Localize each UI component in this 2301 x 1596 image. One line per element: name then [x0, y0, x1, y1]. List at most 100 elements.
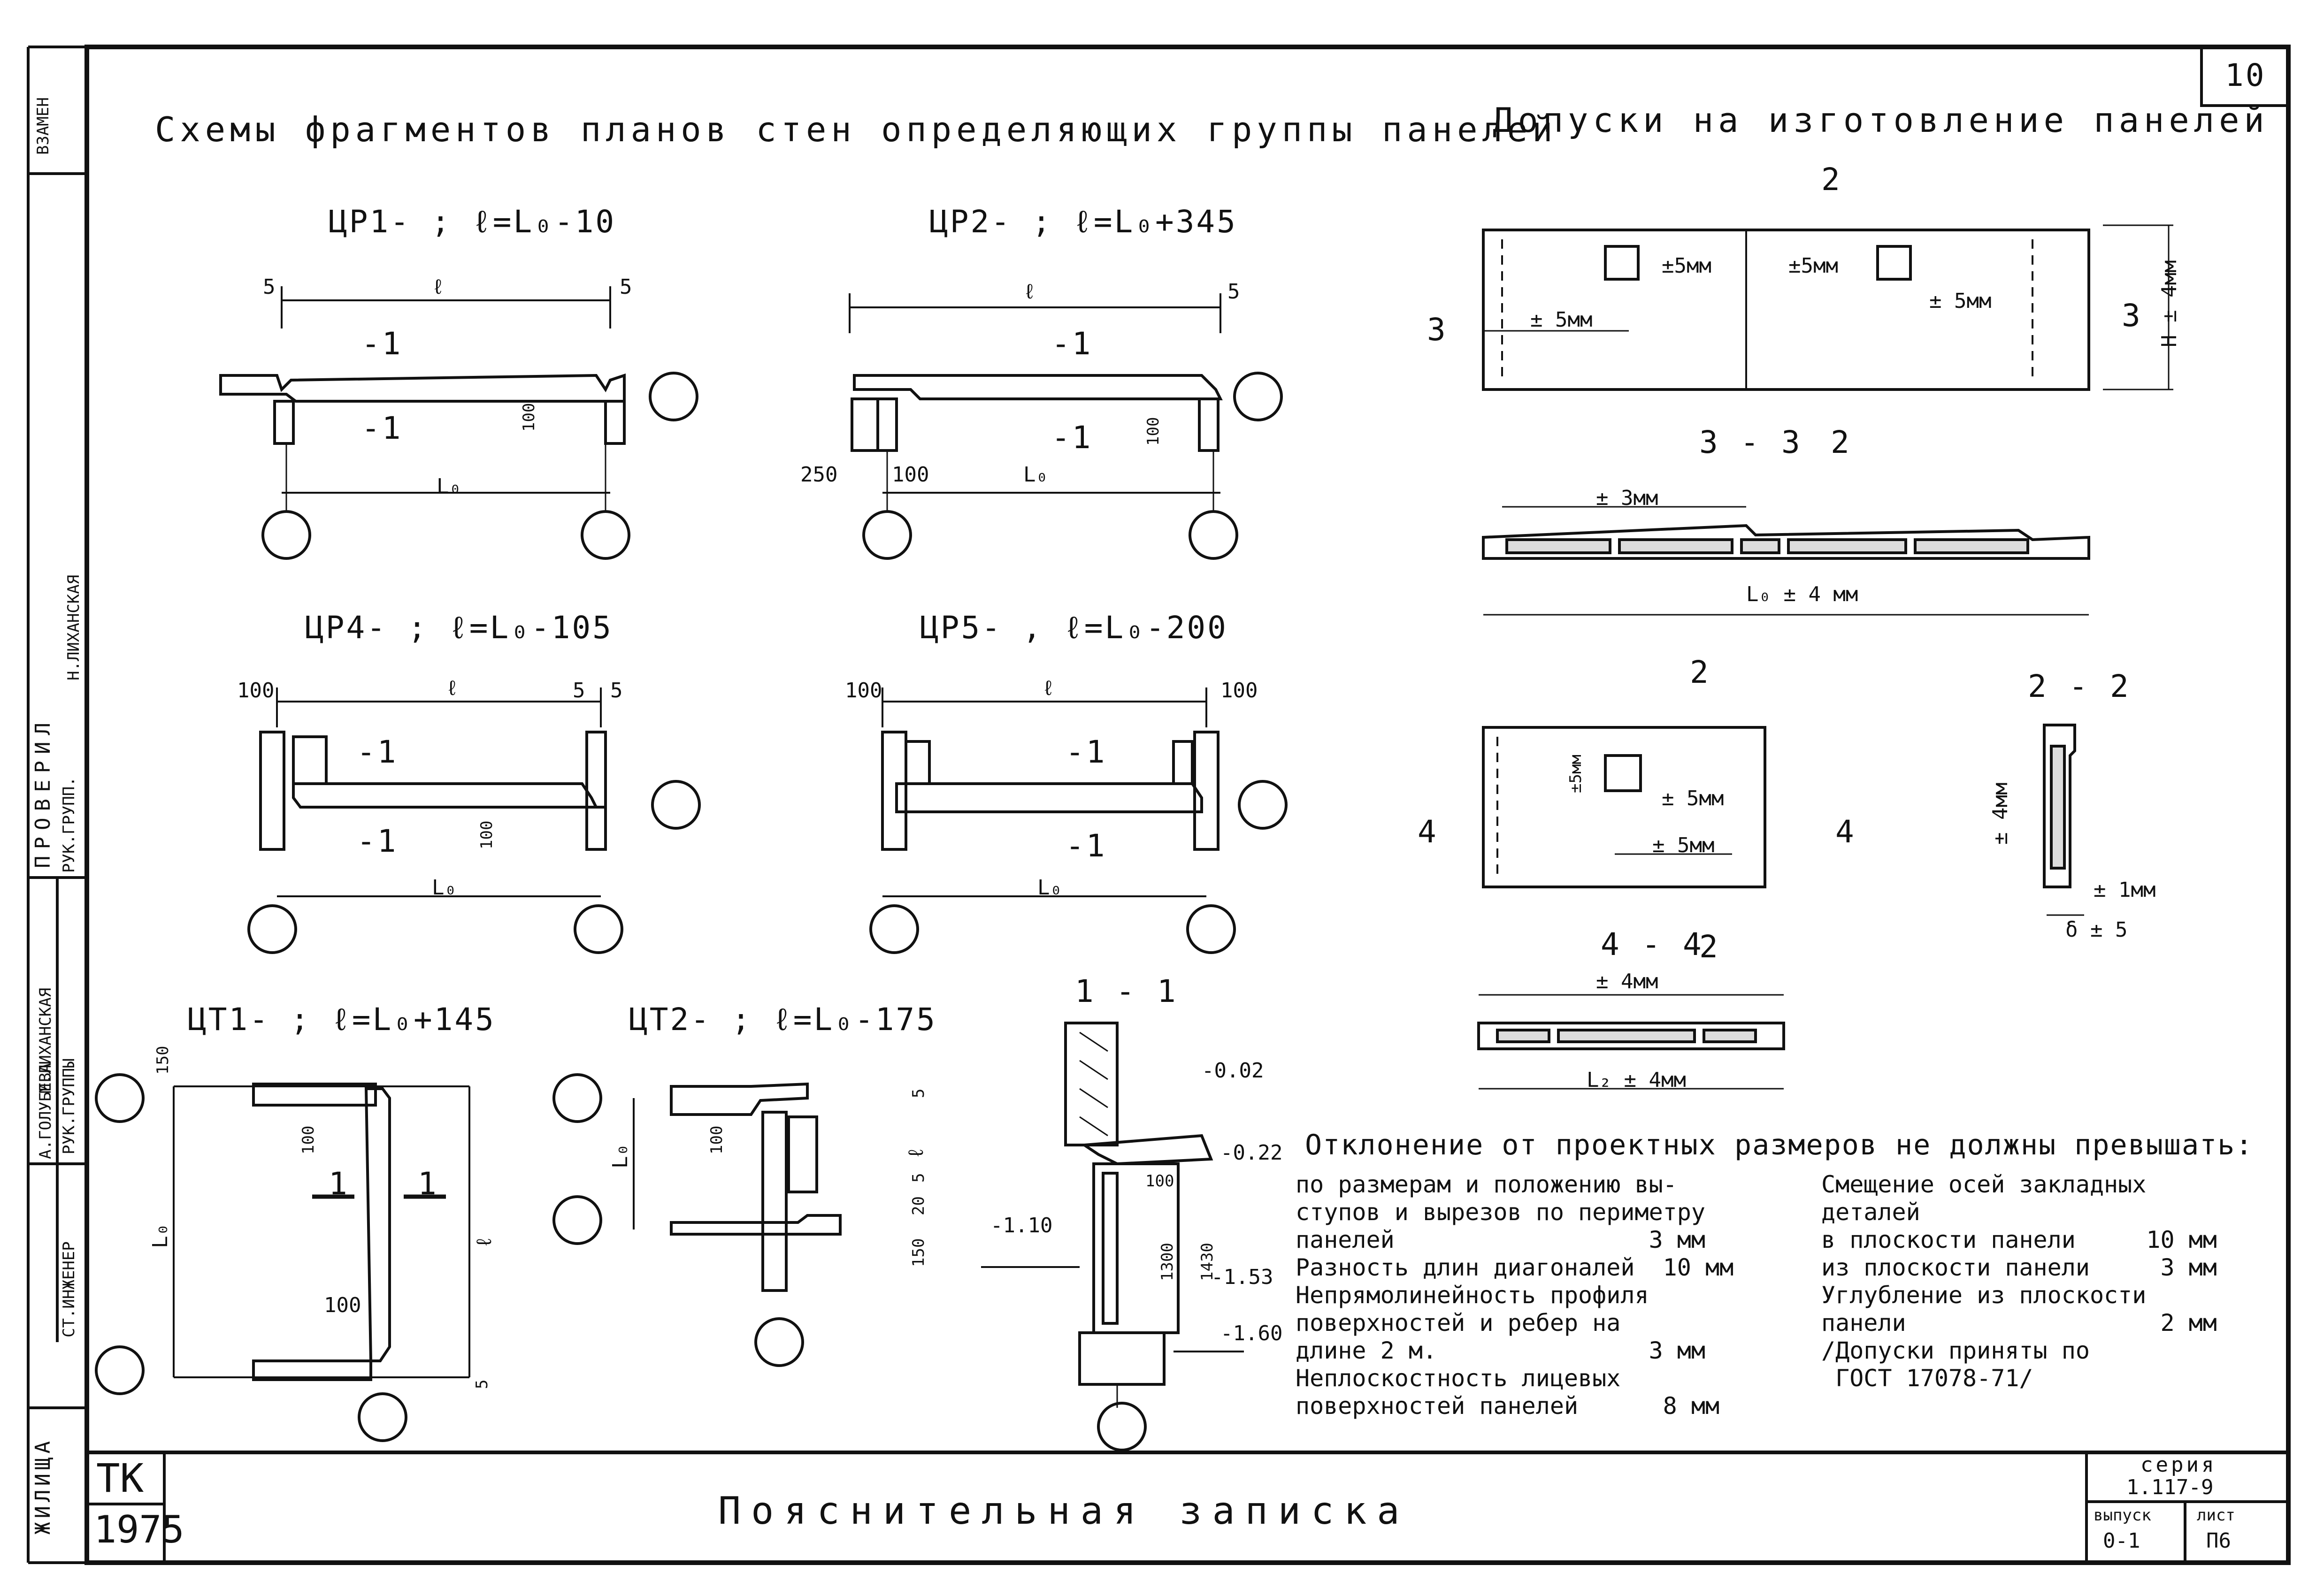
scheme-ct1-title: ЦТ1- ; ℓ=L₀+145: [188, 1001, 496, 1038]
cr1-dim-5-right: 5: [620, 275, 632, 299]
vypusk-value: 0-1: [2103, 1529, 2140, 1553]
name-3: Н.ЛИХАНСКАЯ: [64, 574, 83, 680]
cr2-dim-l0: L₀: [1023, 463, 1048, 487]
cr4-dim-5b: 5: [610, 679, 623, 703]
ct1-dim-100-top: 100: [299, 1125, 318, 1154]
sec44-t-4mm: ± 4мм: [1596, 970, 1658, 993]
ct1-cut-right: 1: [418, 1166, 438, 1202]
schemes-title: Схемы фрагментов планов стен определяющи…: [155, 110, 1557, 149]
ct2-dim-20: 20: [909, 1196, 928, 1215]
top-t-5mm-a: ±5мм: [1662, 254, 1711, 278]
section-2-2-title: 2 - 2: [2028, 668, 2131, 704]
sec22-t-1mm: ± 1мм: [2094, 878, 2156, 902]
top-t-5mm-b: ±5мм: [1788, 254, 1838, 278]
sec33-t-3mm: ± 3мм: [1596, 486, 1658, 510]
document-caption: Пояснительная записка: [718, 1489, 1410, 1533]
tolerances-title: Допуски на изготовление панелей: [1493, 100, 2269, 140]
ct1-dim-5: 5: [473, 1379, 491, 1389]
cr5-dim-l: ℓ: [1042, 676, 1055, 700]
tolerance-plan-top: [1482, 224, 2173, 391]
scheme-cr5-linework: [881, 687, 1220, 897]
role-3: РУК.ГРУПП.: [60, 777, 78, 873]
cr5-dim-100-left: 100: [845, 679, 882, 703]
section-4-4-title: 4 - 4: [1601, 926, 1703, 962]
ct1-dim-100-bottom: 100: [324, 1293, 361, 1317]
scheme-ct2-linework: [633, 1082, 842, 1292]
ct2-dim-100: 100: [707, 1125, 726, 1154]
org-label: ЖИЛИЩА: [31, 1437, 55, 1535]
cr1-cut-bottom: -1: [361, 410, 403, 446]
cut-3-right: 3: [2122, 298, 2142, 334]
cr1-dim-100: 100: [520, 403, 538, 432]
top-t-5mm-c: ± 5мм: [1530, 308, 1593, 332]
ct2-dim-5-mid: 5: [909, 1173, 928, 1183]
series-label: серия: [2140, 1453, 2217, 1477]
scheme-cr2-axis-circles: [862, 372, 1283, 560]
cr2-cut-top: -1: [1051, 326, 1093, 362]
cr4-dim-5a: 5: [573, 679, 585, 703]
ct1-dim-150: 150: [153, 1046, 172, 1075]
sec11-dim-100: 100: [1145, 1172, 1174, 1191]
role-1: РУК.ГРУППЫ: [60, 1058, 78, 1154]
section-1-1-linework: [981, 1022, 1244, 1408]
mid-t-5mm-b: ± 5мм: [1652, 833, 1715, 857]
cr1-dim-l0: L₀: [437, 474, 461, 498]
name-2: А.ГОЛУБЕВА: [36, 1063, 55, 1159]
cr1-dim-5-left: 5: [263, 275, 276, 299]
cr4-dim-l: ℓ: [446, 676, 459, 700]
notes-right: Смещение осей закладных деталей в плоско…: [1821, 1171, 2217, 1392]
sec22-t-4mm: ± 4мм: [1988, 782, 2012, 845]
cut-4-left: 4: [1418, 814, 1438, 850]
scheme-ct1-linework: [173, 1083, 470, 1381]
height-tolerance: Н ± 4мм: [2157, 260, 2181, 347]
mark-minus-1-60: -1.60: [1220, 1321, 1283, 1345]
scheme-ct2-title: ЦТ2- ; ℓ=L₀-175: [629, 1001, 937, 1038]
mid-t-5mm-a: ± 5мм: [1662, 787, 1724, 810]
mark-minus-0-22: -0.22: [1220, 1141, 1283, 1165]
tk-mark: ТК: [96, 1455, 144, 1501]
vypusk-label: выпуск: [2094, 1506, 2151, 1525]
section-3-3-linework: [1482, 506, 2090, 616]
ct2-dim-l: ℓ: [904, 1146, 928, 1159]
cr1-cut-top: -1: [361, 326, 403, 362]
cut-2-under-33: 2: [1831, 424, 1851, 460]
cr2-dim-100-vert: 100: [1144, 417, 1163, 446]
scheme-cr4-title: ЦР4- ; ℓ=L₀-105: [305, 610, 613, 646]
scheme-cr2-linework: [849, 293, 1223, 494]
cr1-dim-l: ℓ: [432, 275, 445, 299]
section-4-4-linework: [1477, 994, 1785, 1090]
mid-t-5mm-vert: ±5мм: [1566, 755, 1585, 793]
cr5-cut-bottom: -1: [1066, 828, 1107, 864]
scheme-cr5-title: ЦР5- , ℓ=L₀-200: [920, 610, 1228, 646]
sec22-b-5: δ ± 5: [2065, 918, 2128, 942]
sec33-l0-tolerance: L₀ ± 4 мм: [1746, 582, 1858, 606]
sec11-dim-1300: 1300: [1158, 1243, 1177, 1281]
cr4-cut-bottom: -1: [357, 823, 398, 859]
cr2-dim-100: 100: [892, 463, 929, 487]
scheme-cr4-linework: [259, 687, 607, 897]
ct2-dim-l0: L₀: [608, 1144, 632, 1168]
ct1-dim-l: ℓ: [472, 1236, 496, 1248]
ct2-dim-5-top: 5: [909, 1088, 928, 1098]
list-value: П6: [2206, 1529, 2231, 1553]
mark-minus-1-10: -1.10: [990, 1214, 1053, 1237]
scheme-cr2-title: ЦР2- ; ℓ=L₀+345: [929, 204, 1237, 240]
cr4-dim-100-vert: 100: [477, 820, 496, 849]
cr4-dim-100: 100: [237, 679, 275, 703]
cut-3-left: 3: [1427, 312, 1448, 348]
sec44-l2-tolerance: L₂ ± 4мм: [1587, 1068, 1686, 1092]
section-2-2-linework: [2043, 724, 2084, 916]
scheme-cr1-linework: [219, 286, 626, 494]
cr4-cut-top: -1: [357, 734, 398, 770]
notes-left: по размерам и положению вы- ступов и выр…: [1296, 1171, 1734, 1420]
ct1-cut-left: 1: [329, 1166, 349, 1202]
year: 1975: [94, 1508, 184, 1551]
section-1-1-title: 1 - 1: [1075, 973, 1178, 1009]
section-3-3-title: 3 - 3: [1699, 424, 1802, 460]
scheme-cr1-axis-circles: [261, 372, 698, 560]
mark-minus-1-53: -1.53: [1211, 1265, 1273, 1289]
scheme-ct2-axis-circles: [552, 1073, 804, 1367]
top-t-5mm-d: ± 5мм: [1929, 289, 1992, 313]
sheet-number: 10: [2225, 57, 2266, 93]
